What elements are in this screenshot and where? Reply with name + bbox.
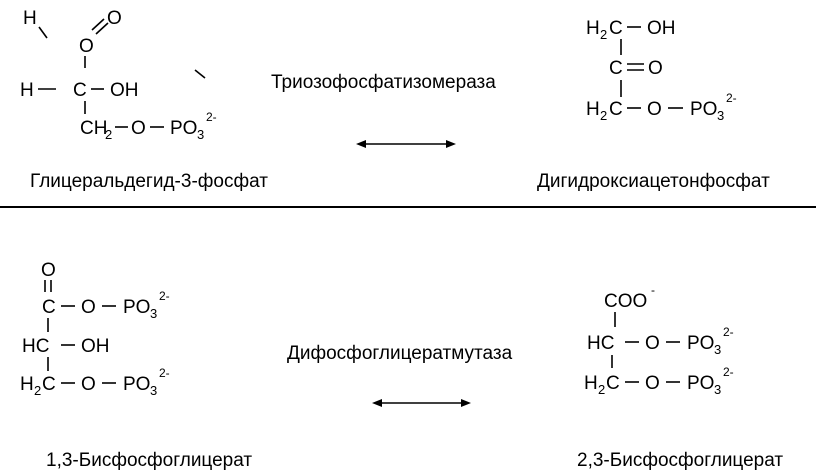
dihydroxyacetone-phosphate-structure: H 2 C OH C O H 2 C O PO 3 2- (586, 18, 737, 123)
dhap-po-sub: 3 (717, 108, 724, 123)
bpg23-hc: HC (587, 333, 614, 354)
dhap-keto-o: O (648, 58, 663, 79)
bpg23-po2: PO (687, 333, 714, 354)
bottom-equilibrium-arrow (372, 399, 471, 407)
bpg13-po3-sub: 3 (150, 383, 157, 398)
g3p-double-bond-1 (91, 18, 105, 31)
bpg13-c1: C (42, 297, 56, 318)
1-3-bisphosphoglycerate-structure: O C O PO 3 2- HC OH H 2 C O PO 3 2- (20, 260, 170, 398)
g3p-aldehyde-o: O (107, 8, 122, 29)
g3p-po: PO (170, 118, 197, 139)
bpg13-h3: H (20, 374, 34, 395)
bpg13-c3: C (42, 374, 56, 395)
dhap-h3: H (586, 99, 600, 120)
dhap-oh: OH (647, 18, 676, 39)
bpg23-h3-sub: 2 (598, 382, 605, 397)
dhap-c2: C (609, 58, 623, 79)
bpg23-po3: PO (687, 373, 714, 394)
glyceraldehyde-3-phosphate-name: Глицеральдегид-3-фосфат (30, 171, 268, 192)
g3p-o-link: O (131, 118, 146, 139)
bpg13-hc: HC (22, 336, 49, 357)
stray-mark (194, 69, 206, 79)
bpg23-coo-sup: - (651, 283, 655, 297)
dhap-o-link: O (647, 99, 662, 120)
dhap-c3: C (609, 99, 623, 120)
bpg23-po3-sup: 2- (723, 365, 734, 379)
top-equilibrium-arrow (356, 140, 456, 148)
g3p-po-sub: 3 (197, 127, 204, 142)
bottom-enzyme-label: Дифосфоглицератмутаза (287, 343, 513, 364)
bpg13-h3-sub: 2 (34, 383, 41, 398)
dhap-po: PO (690, 99, 717, 120)
bpg13-o1: O (81, 297, 96, 318)
bpg13-o3: O (81, 374, 96, 395)
g3p-carbon-2: C (73, 80, 87, 101)
bpg13-po3-sup: 2- (159, 366, 170, 380)
bpg23-o3: O (645, 373, 660, 394)
bpg13-oh: OH (81, 336, 110, 357)
bpg13-po3: PO (123, 374, 150, 395)
g3p-h: H (20, 80, 34, 101)
bpg23-po2-sup: 2- (723, 325, 734, 339)
dhap-po-sup: 2- (726, 91, 737, 105)
g3p-double-bond-2 (95, 22, 109, 35)
top-reaction: H O O H C OH CH 2 O PO 3 2- Триозофосфат… (20, 8, 770, 192)
1-3-bisphosphoglycerate-name: 1,3-Бисфосфоглицерат (46, 450, 252, 471)
g3p-carbon-1: O (79, 36, 94, 57)
bpg23-h3: H (584, 373, 598, 394)
g3p-bond-h-c (38, 26, 48, 39)
bpg23-o2: O (645, 333, 660, 354)
2-3-bisphosphoglycerate-name: 2,3-Бисфосфоглицерат (577, 450, 783, 471)
top-enzyme-label: Триозофосфатизомераза (271, 72, 496, 93)
bpg23-po3-sub: 3 (714, 382, 721, 397)
bpg23-po2-sub: 3 (714, 342, 721, 357)
bpg23-c3: C (606, 373, 620, 394)
g3p-po-sup: 2- (206, 110, 217, 124)
g3p-ch-sub: 2 (105, 127, 112, 142)
bpg13-po1: PO (123, 297, 150, 318)
g3p-aldehyde-h: H (23, 8, 37, 29)
dhap-h3-sub: 2 (600, 108, 607, 123)
g3p-ch: CH (80, 118, 107, 139)
dhap-c1: C (609, 18, 623, 39)
dhap-h1: H (586, 18, 600, 39)
2-3-bisphosphoglycerate-structure: COO - HC O PO 3 2- H 2 C O PO 3 2- (584, 283, 734, 397)
bpg13-po1-sup: 2- (159, 289, 170, 303)
glyceraldehyde-3-phosphate-structure: H O O H C OH CH 2 O PO 3 2- (20, 8, 217, 142)
dihydroxyacetone-phosphate-name: Дигидроксиацетонфосфат (537, 171, 770, 192)
g3p-oh: OH (110, 80, 139, 101)
bottom-reaction: O C O PO 3 2- HC OH H 2 C O PO 3 2- Ди (20, 260, 783, 471)
bpg13-carbonyl-o: O (41, 260, 56, 281)
dhap-h1-sub: 2 (600, 27, 607, 42)
bpg13-po1-sub: 3 (150, 306, 157, 321)
bpg23-coo: COO (604, 291, 647, 312)
